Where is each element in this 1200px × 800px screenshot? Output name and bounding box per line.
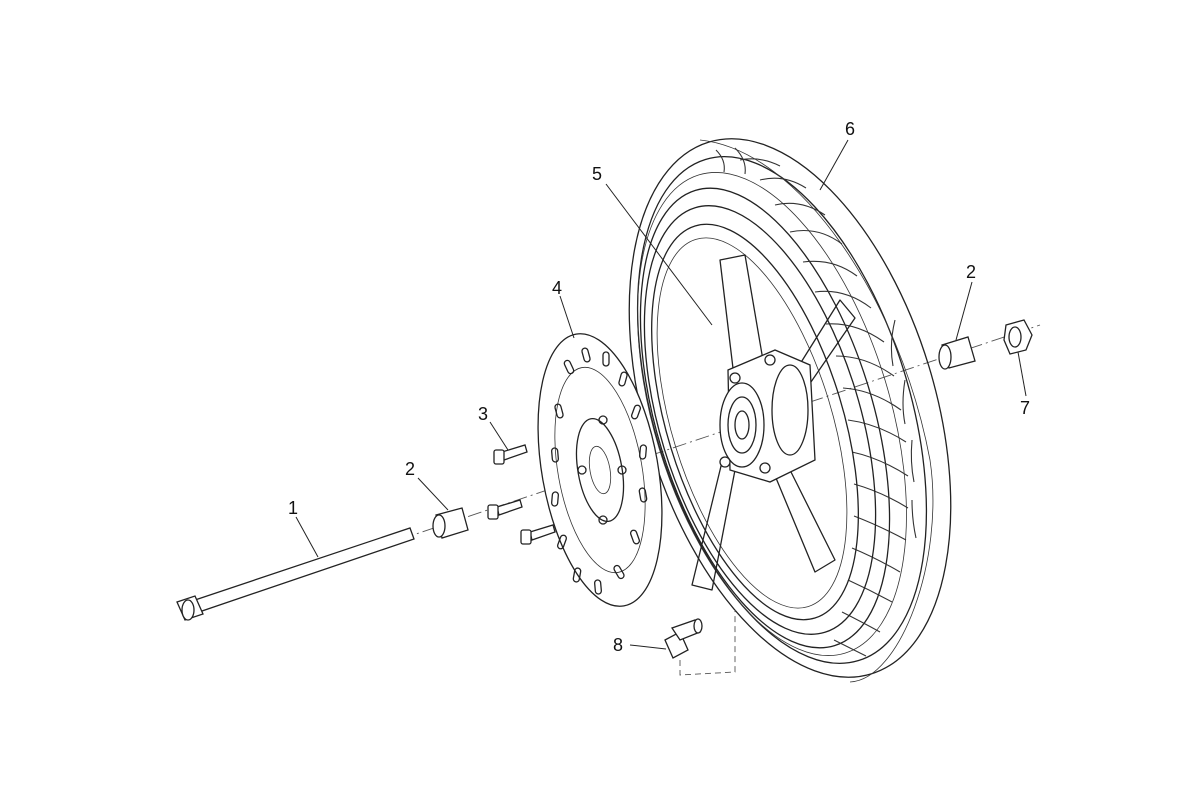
callout-8: 8 — [613, 635, 623, 655]
callout-7: 7 — [1020, 398, 1030, 418]
disc-bolt-bottom — [520, 524, 556, 545]
callout-labels: 1 2 3 4 5 6 2 7 8 — [288, 119, 1030, 655]
brake-disc — [537, 333, 663, 607]
callout-2-left: 2 — [405, 459, 415, 479]
rim — [643, 205, 877, 635]
axle-nut — [1003, 319, 1033, 355]
callout-4: 4 — [552, 278, 562, 298]
callout-1: 1 — [288, 498, 298, 518]
disc-bolt-middle — [487, 499, 523, 520]
axle — [176, 527, 415, 621]
valve-stem — [664, 610, 736, 676]
tire-tread — [715, 147, 917, 657]
tire — [628, 138, 952, 683]
disc-holes — [551, 347, 648, 595]
leader-lines — [295, 139, 1027, 650]
callout-3: 3 — [478, 404, 488, 424]
spacer-left — [432, 507, 469, 539]
disc-bolt-top — [493, 444, 528, 465]
callout-5: 5 — [592, 164, 602, 184]
spacer-right — [938, 336, 976, 370]
callout-6: 6 — [845, 119, 855, 139]
callout-2-right: 2 — [966, 262, 976, 282]
